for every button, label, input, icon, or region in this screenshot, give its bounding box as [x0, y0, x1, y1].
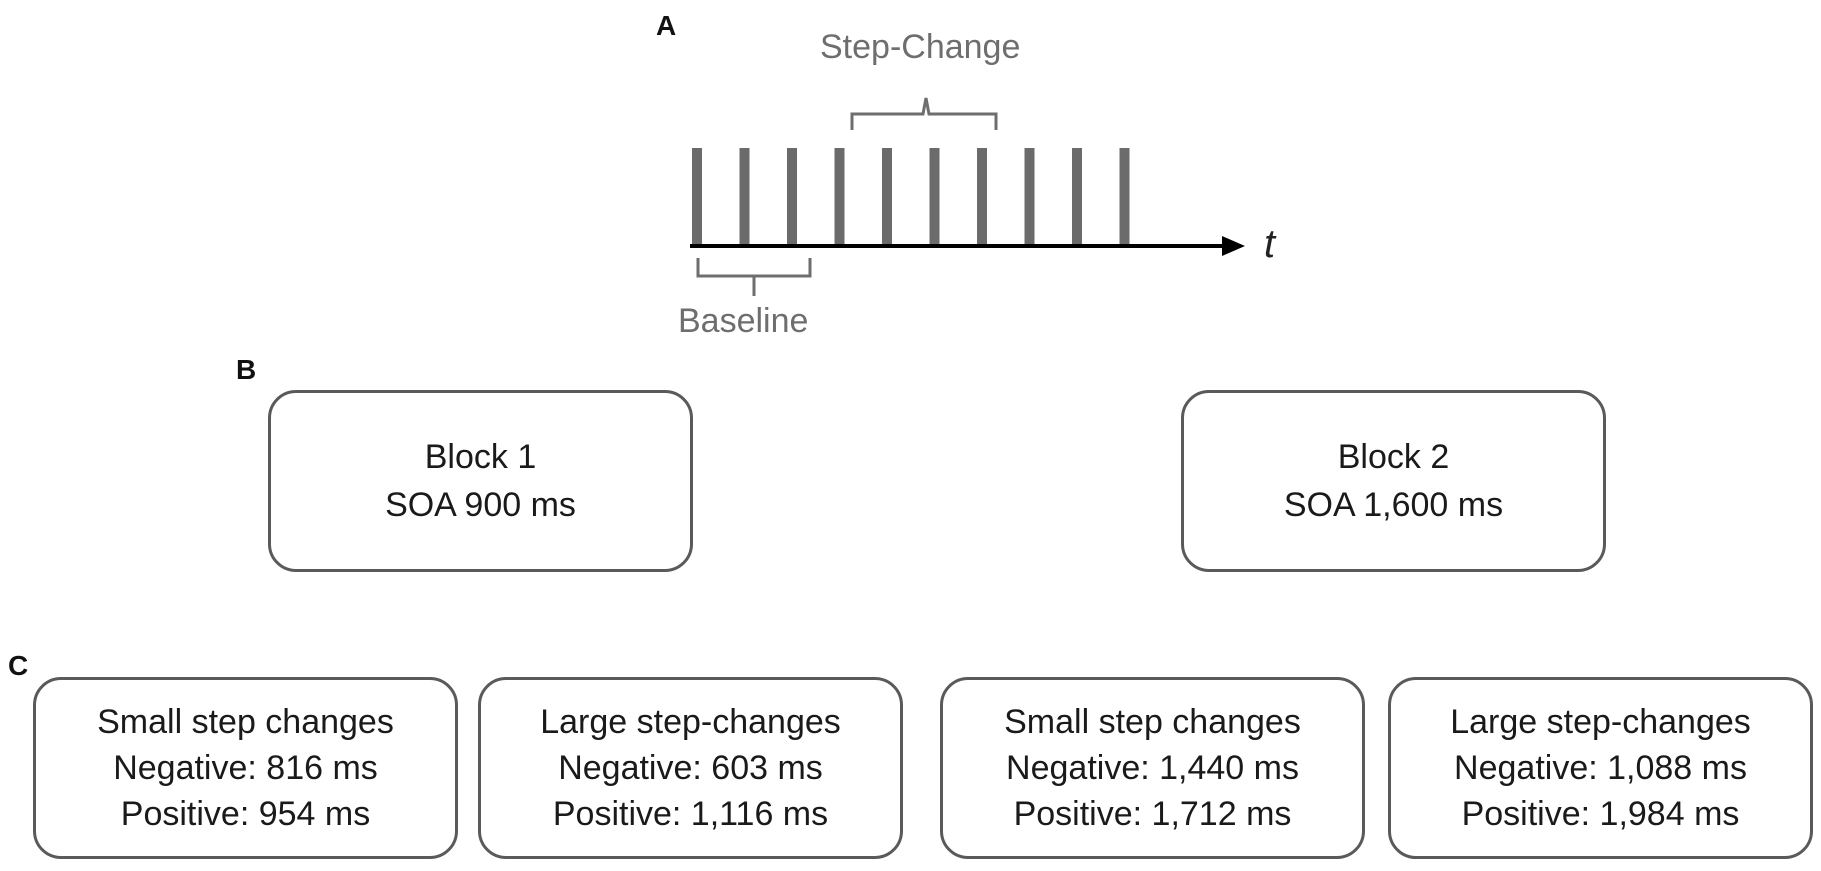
baseline-label: Baseline: [678, 302, 809, 340]
condition-title: Large step-changes: [1450, 703, 1751, 741]
block-2-box: Block 2 SOA 1,600 ms: [1181, 390, 1606, 572]
block-1-box: Block 1 SOA 900 ms: [268, 390, 693, 572]
condition-positive: Positive: 1,984 ms: [1461, 795, 1740, 833]
condition-box-3: Small step changes Negative: 1,440 ms Po…: [940, 677, 1365, 859]
condition-negative: Negative: 1,440 ms: [1006, 749, 1299, 787]
stimulus-bar: [787, 148, 797, 244]
step-change-label: Step-Change: [820, 28, 1021, 66]
stimulus-bar: [929, 148, 940, 244]
condition-box-4: Large step-changes Negative: 1,088 ms Po…: [1388, 677, 1813, 859]
condition-title: Small step changes: [1004, 703, 1301, 741]
block-soa: SOA 900 ms: [385, 486, 576, 524]
panel-label-b: B: [236, 354, 257, 385]
block-title: Block 1: [424, 438, 537, 476]
stimulus-bars: [692, 148, 1130, 244]
stimulus-bar: [882, 148, 892, 244]
condition-positive: Positive: 954 ms: [120, 795, 371, 833]
condition-positive: Positive: 1,712 ms: [1013, 795, 1292, 833]
stimulus-bar: [1119, 148, 1130, 244]
stimulus-bar: [692, 148, 702, 244]
stimulus-bar: [1072, 148, 1082, 244]
stimulus-bar: [739, 148, 750, 244]
time-label: t: [1264, 222, 1276, 266]
block-title: Block 2: [1337, 438, 1450, 476]
time-axis-arrowhead: [1222, 236, 1245, 256]
condition-positive: Positive: 1,116 ms: [552, 795, 829, 833]
condition-title: Large step-changes: [540, 703, 841, 741]
baseline-bracket: [696, 258, 812, 296]
step-change-bracket: [850, 97, 998, 130]
condition-negative: Negative: 603 ms: [558, 749, 823, 787]
condition-box-1: Small step changes Negative: 816 ms Posi…: [33, 677, 458, 859]
condition-box-2: Large step-changes Negative: 603 ms Posi…: [478, 677, 903, 859]
condition-title: Small step changes: [97, 703, 394, 741]
panel-label-c: C: [8, 650, 29, 681]
condition-negative: Negative: 816 ms: [113, 749, 378, 787]
stimulus-bar: [977, 148, 987, 244]
stimulus-bar: [834, 148, 845, 244]
panel-label-a: A: [656, 10, 677, 41]
stimulus-bar: [1024, 148, 1035, 244]
timeline-diagram: [690, 97, 1245, 296]
block-soa: SOA 1,600 ms: [1283, 486, 1504, 524]
condition-negative: Negative: 1,088 ms: [1454, 749, 1747, 787]
